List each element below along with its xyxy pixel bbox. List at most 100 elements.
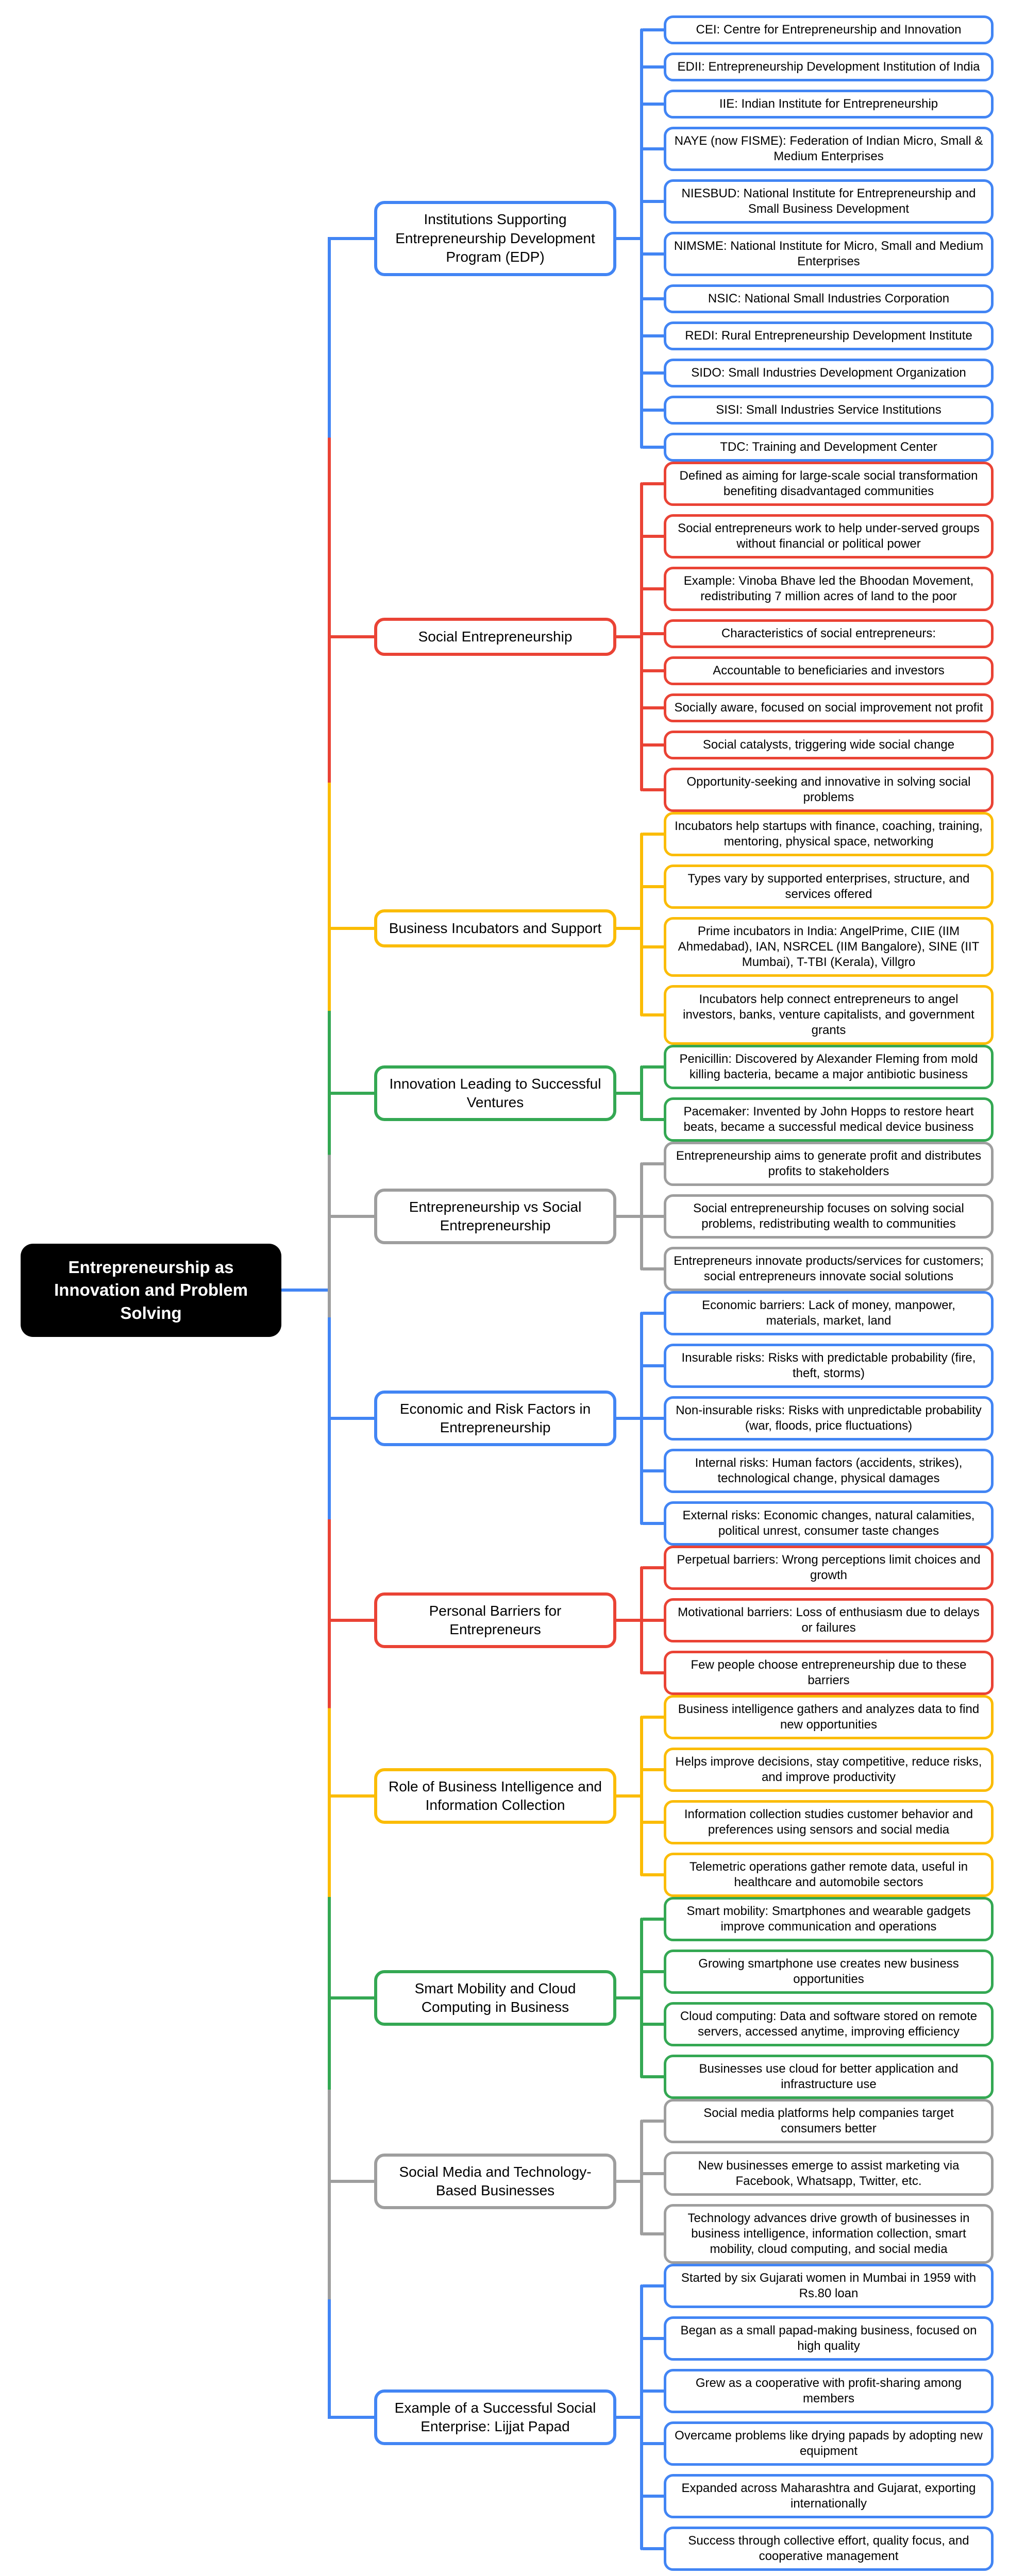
leaf-node[interactable]: NIESBUD: National Institute for Entrepre…	[664, 179, 994, 224]
leaf-node-text: Began as a small papad-making business, …	[680, 2324, 977, 2353]
leaf-node-text: NAYE (now FISME): Federation of Indian M…	[674, 134, 983, 163]
leaf-node[interactable]: Economic barriers: Lack of money, manpow…	[664, 1291, 994, 1335]
leaf-node-text: Non-insurable risks: Risks with unpredic…	[676, 1403, 982, 1433]
branch-label[interactable]: Institutions Supporting Entrepreneurship…	[374, 201, 616, 276]
leaves-group: Economic barriers: Lack of money, manpow…	[640, 1291, 994, 1546]
branch-row-9: Smart Mobility and Cloud Computing in Bu…	[328, 1897, 1009, 2099]
branch-label-text: Role of Business Intelligence and Inform…	[388, 1778, 602, 1813]
leaf-node[interactable]: IIE: Indian Institute for Entrepreneursh…	[664, 90, 994, 118]
leaf-node[interactable]: Expanded across Maharashtra and Gujarat,…	[664, 2474, 994, 2518]
leaf-node[interactable]: CEI: Centre for Entrepreneurship and Inn…	[664, 15, 994, 44]
leaf-node-text: Internal risks: Human factors (accidents…	[695, 1456, 963, 1485]
leaf-node-text: Incubators help connect entrepreneurs to…	[683, 992, 974, 1037]
leaf-node[interactable]: SIDO: Small Industries Development Organ…	[664, 359, 994, 387]
leaves-group: Entrepreneurship aims to generate profit…	[640, 1142, 994, 1291]
leaf-node[interactable]: Pacemaker: Invented by John Hopps to res…	[664, 1097, 994, 1142]
leaf-node[interactable]: Accountable to beneficiaries and investo…	[664, 656, 994, 685]
leaf-node[interactable]: Businesses use cloud for better applicat…	[664, 2055, 994, 2099]
leaf-node[interactable]: REDI: Rural Entrepreneurship Development…	[664, 321, 994, 350]
leaf-node[interactable]: Types vary by supported enterprises, str…	[664, 865, 994, 909]
leaf-node[interactable]: New businesses emerge to assist marketin…	[664, 2151, 994, 2196]
branch-label[interactable]: Personal Barriers for Entrepreneurs	[374, 1592, 616, 1649]
leaves-group: Incubators help startups with finance, c…	[640, 812, 994, 1045]
leaf-node[interactable]: Social entrepreneurs work to help under-…	[664, 514, 994, 558]
leaf-node[interactable]: Technology advances drive growth of busi…	[664, 2204, 994, 2264]
leaf-node[interactable]: Non-insurable risks: Risks with unpredic…	[664, 1396, 994, 1440]
branch-label[interactable]: Business Incubators and Support	[374, 909, 616, 947]
leaves-group: Perpetual barriers: Wrong perceptions li…	[640, 1546, 994, 1695]
leaf-node[interactable]: NIMSME: National Institute for Micro, Sm…	[664, 232, 994, 276]
leaf-node[interactable]: Information collection studies customer …	[664, 1800, 994, 1844]
label-to-leaves-connector	[616, 1619, 640, 1622]
leaf-node[interactable]: Prime incubators in India: AngelPrime, C…	[664, 917, 994, 977]
leaf-node-text: REDI: Rural Entrepreneurship Development…	[685, 329, 972, 343]
branch-label[interactable]: Innovation Leading to Successful Venture…	[374, 1065, 616, 1122]
leaf-node[interactable]: Business intelligence gathers and analyz…	[664, 1695, 994, 1739]
leaf-node-text: IIE: Indian Institute for Entrepreneursh…	[719, 97, 938, 111]
leaf-node[interactable]: Started by six Gujarati women in Mumbai …	[664, 2264, 994, 2308]
leaf-node[interactable]: Socially aware, focused on social improv…	[664, 693, 994, 722]
label-to-leaves-connector	[616, 1794, 640, 1798]
leaf-node[interactable]: Incubators help connect entrepreneurs to…	[664, 985, 994, 1045]
leaf-node[interactable]: SISI: Small Industries Service Instituti…	[664, 396, 994, 425]
leaf-node-text: Penicillin: Discovered by Alexander Flem…	[679, 1052, 978, 1081]
leaf-node[interactable]: NAYE (now FISME): Federation of Indian M…	[664, 127, 994, 171]
branch-label[interactable]: Economic and Risk Factors in Entrepreneu…	[374, 1390, 616, 1447]
leaf-node[interactable]: Few people choose entrepreneurship due t…	[664, 1651, 994, 1695]
branch-label-text: Institutions Supporting Entrepreneurship…	[395, 211, 595, 265]
leaf-node[interactable]: External risks: Economic changes, natura…	[664, 1501, 994, 1546]
branch-connector-line	[328, 1996, 374, 1999]
leaf-node[interactable]: Social entrepreneurship focuses on solvi…	[664, 1194, 994, 1239]
leaf-node[interactable]: Cloud computing: Data and software store…	[664, 2002, 994, 2046]
leaf-node[interactable]: Insurable risks: Risks with predictable …	[664, 1344, 994, 1388]
spine-line	[328, 239, 331, 2417]
leaf-node[interactable]: Success through collective effort, quali…	[664, 2527, 994, 2571]
central-node[interactable]: Entrepreneurship as Innovation and Probl…	[21, 1243, 281, 1337]
leaf-node[interactable]: Overcame problems like drying papads by …	[664, 2421, 994, 2466]
branch-row-6: Economic and Risk Factors in Entrepreneu…	[328, 1291, 1009, 1546]
branch-label-text: Smart Mobility and Cloud Computing in Bu…	[414, 1980, 576, 2015]
branch-label-text: Economic and Risk Factors in Entrepreneu…	[399, 1400, 591, 1435]
leaf-node[interactable]: Opportunity-seeking and innovative in so…	[664, 768, 994, 812]
leaf-node-text: Started by six Gujarati women in Mumbai …	[681, 2271, 977, 2300]
leaf-node-text: Prime incubators in India: AngelPrime, C…	[678, 924, 980, 969]
leaf-node[interactable]: Social catalysts, triggering wide social…	[664, 731, 994, 759]
label-to-leaves-connector	[616, 635, 640, 638]
branch-label-text: Personal Barriers for Entrepreneurs	[429, 1602, 562, 1637]
leaf-node[interactable]: Characteristics of social entrepreneurs:	[664, 619, 994, 648]
leaf-node[interactable]: Motivational barriers: Loss of enthusias…	[664, 1598, 994, 1642]
branch-connector-line	[328, 635, 374, 638]
branch-connector-line	[328, 1619, 374, 1622]
leaf-node-text: Characteristics of social entrepreneurs:	[721, 626, 936, 640]
leaf-node[interactable]: TDC: Training and Development Center	[664, 433, 994, 462]
leaf-node[interactable]: Smart mobility: Smartphones and wearable…	[664, 1897, 994, 1941]
leaf-node[interactable]: Entrepreneurs innovate products/services…	[664, 1247, 994, 1291]
branch-label[interactable]: Example of a Successful Social Enterpris…	[374, 2389, 616, 2446]
leaf-node[interactable]: Growing smartphone use creates new busin…	[664, 1950, 994, 1994]
leaf-node[interactable]: Social media platforms help companies ta…	[664, 2099, 994, 2143]
leaf-node[interactable]: Penicillin: Discovered by Alexander Flem…	[664, 1045, 994, 1089]
branch-label[interactable]: Social Entrepreneurship	[374, 618, 616, 656]
leaf-node[interactable]: Example: Vinoba Bhave led the Bhoodan Mo…	[664, 567, 994, 611]
leaf-node-text: Information collection studies customer …	[684, 1807, 973, 1837]
leaf-node[interactable]: Defined as aiming for large-scale social…	[664, 462, 994, 506]
branch-label[interactable]: Role of Business Intelligence and Inform…	[374, 1768, 616, 1824]
leaf-node[interactable]: Helps improve decisions, stay competitiv…	[664, 1748, 994, 1792]
leaf-node[interactable]: Telemetric operations gather remote data…	[664, 1853, 994, 1897]
leaf-node[interactable]: Internal risks: Human factors (accidents…	[664, 1449, 994, 1493]
leaf-node-text: Business intelligence gathers and analyz…	[678, 1702, 980, 1732]
leaf-node[interactable]: Began as a small papad-making business, …	[664, 2316, 994, 2361]
branch-row-5: Entrepreneurship vs Social Entrepreneurs…	[328, 1142, 1009, 1291]
leaf-node[interactable]: Entrepreneurship aims to generate profit…	[664, 1142, 994, 1186]
leaf-node[interactable]: NSIC: National Small Industries Corporat…	[664, 284, 994, 313]
branch-label[interactable]: Social Media and Technology-Based Busine…	[374, 2153, 616, 2210]
leaves-group: Smart mobility: Smartphones and wearable…	[640, 1897, 994, 2099]
leaf-node-text: Types vary by supported enterprises, str…	[687, 872, 970, 901]
branch-label[interactable]: Entrepreneurship vs Social Entrepreneurs…	[374, 1188, 616, 1245]
leaf-node[interactable]: EDII: Entrepreneurship Development Insti…	[664, 53, 994, 81]
leaf-node[interactable]: Incubators help startups with finance, c…	[664, 812, 994, 856]
branch-label[interactable]: Smart Mobility and Cloud Computing in Bu…	[374, 1970, 616, 2026]
leaf-node[interactable]: Perpetual barriers: Wrong perceptions li…	[664, 1546, 994, 1590]
leaf-node[interactable]: Grew as a cooperative with profit-sharin…	[664, 2369, 994, 2413]
branch-connector-line	[328, 2180, 374, 2183]
